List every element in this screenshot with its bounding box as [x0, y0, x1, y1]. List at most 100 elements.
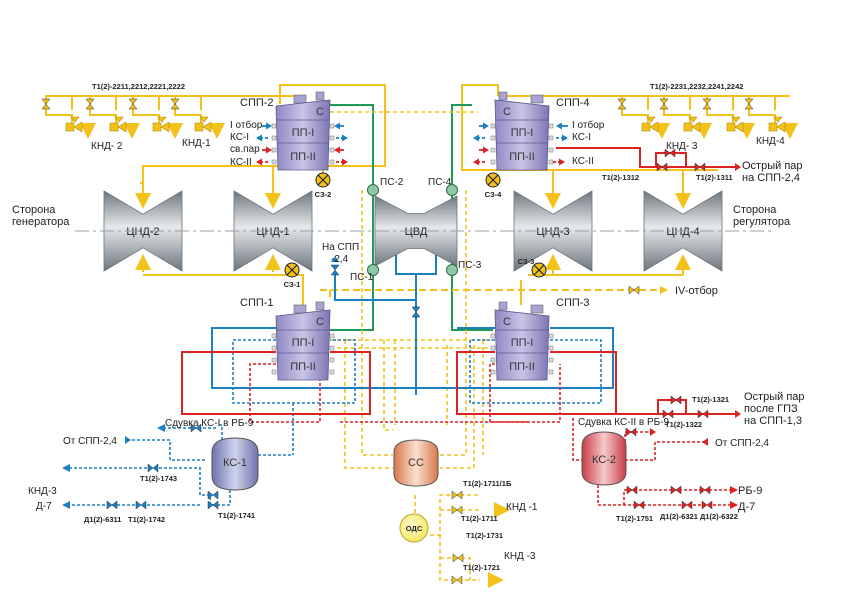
valve-body	[734, 121, 744, 133]
valve-icon[interactable]	[411, 306, 421, 318]
blowdown-ks2-valve-icon[interactable]	[625, 427, 637, 437]
valve-6322-icon[interactable]	[701, 500, 713, 510]
control-valve-icon[interactable]	[641, 116, 659, 133]
isolation-valve-icon[interactable]	[85, 98, 95, 110]
valve-icon[interactable]	[330, 264, 340, 276]
live-steam-bottom-line2: после ГПЗ	[744, 403, 798, 415]
valve-6311-icon[interactable]	[106, 500, 118, 510]
valve-icon[interactable]	[626, 485, 638, 495]
stop-valve-СЗ-3[interactable]: СЗ-3	[518, 257, 547, 278]
valve-icon[interactable]	[664, 148, 676, 158]
isolation-valve-icon[interactable]	[41, 98, 51, 110]
port	[548, 135, 554, 141]
stop-valve-СЗ-2[interactable]: СЗ-2	[315, 172, 332, 199]
control-valve-icon[interactable]	[726, 116, 744, 133]
control-valve-icon[interactable]	[152, 116, 170, 133]
port	[548, 159, 554, 165]
valve-1312-icon[interactable]	[656, 162, 668, 172]
valve-top	[646, 116, 656, 123]
valve-glyph	[451, 505, 463, 515]
valve-glyph	[411, 306, 421, 318]
control-valve-icon[interactable]	[194, 116, 212, 133]
knd1-label: КНД-1	[182, 138, 211, 149]
valve-actuator	[194, 122, 204, 132]
stop-valve-СЗ-1[interactable]: СЗ-1	[284, 262, 301, 289]
valve-1743-label: Т1(2)-1743	[140, 474, 177, 483]
valve-1751-icon[interactable]	[633, 500, 645, 510]
isolation-valve-icon[interactable]	[744, 98, 754, 110]
ps-point-ПС-3[interactable]: ПС-3	[446, 260, 482, 276]
valve-body	[691, 121, 701, 133]
valve-1322-icon[interactable]	[662, 409, 674, 419]
stop-valve-СЗ-4[interactable]: СЗ-4	[485, 172, 503, 199]
valve-icon[interactable]	[207, 490, 219, 500]
port	[271, 147, 277, 153]
valve-glyph	[190, 423, 202, 433]
valve-1731-icon[interactable]	[452, 553, 464, 563]
isolation-valve-icon[interactable]	[659, 98, 669, 110]
valve-1741-icon[interactable]	[207, 500, 219, 510]
valve-top	[70, 116, 80, 123]
valve-1742-label: Т1(2)-1742	[128, 515, 165, 524]
valve-icon[interactable]	[699, 485, 711, 495]
valve-1743-icon[interactable]	[147, 463, 159, 473]
valve-1321-icon[interactable]	[670, 395, 682, 405]
turbine-cnd1[interactable]: ЦНД-1	[233, 190, 313, 272]
live-steam-top-line1: Острый пар	[742, 160, 803, 172]
port	[271, 369, 277, 375]
ks1-vessel[interactable]: КС-1	[211, 437, 259, 491]
control-valve-icon[interactable]	[109, 116, 127, 133]
control-valve-icon[interactable]	[683, 116, 701, 133]
live-steam-bottom-arrow	[735, 410, 741, 418]
control-valve-icon[interactable]	[65, 116, 83, 133]
blowdown-ks1-valve-icon[interactable]	[190, 423, 202, 433]
ks2-vessel[interactable]: КС-2	[581, 431, 627, 486]
valve-1711-icon[interactable]	[451, 505, 463, 515]
valve-actuator	[109, 122, 119, 132]
valve-1742-icon[interactable]	[135, 500, 147, 510]
turbine-cvd[interactable]: ЦВД	[374, 195, 458, 267]
isolation-valve-icon[interactable]	[702, 98, 712, 110]
ss-vessel[interactable]: СС	[393, 439, 439, 487]
isolation-valve-icon[interactable]	[128, 98, 138, 110]
valve-1711-1b-icon[interactable]	[451, 490, 463, 500]
nozzle	[293, 94, 307, 104]
isolation-valve-icon[interactable]	[617, 98, 627, 110]
valve-glyph	[702, 98, 712, 110]
iv-otbor-valve-icon[interactable]	[628, 285, 640, 295]
nozzle	[498, 91, 508, 101]
valve-6321-icon[interactable]	[681, 500, 693, 510]
valve-glyph	[625, 427, 637, 437]
valve-1311-icon[interactable]	[694, 162, 706, 172]
from-spp-ks1-arrow	[125, 436, 131, 444]
iv-extraction-line	[320, 289, 660, 300]
valve-1721-icon[interactable]	[451, 575, 463, 585]
ss-knd3-label: КНД -3	[504, 551, 536, 562]
valve-icon[interactable]	[670, 485, 682, 495]
spp4-port-2: КС-I	[572, 132, 591, 143]
control-valve-icon[interactable]	[768, 116, 786, 133]
port	[548, 369, 554, 375]
valve-glyph	[135, 500, 147, 510]
separator-section-c: С	[503, 106, 511, 118]
ods-tank[interactable]: ОДС	[399, 513, 429, 543]
isolation-valve-icon[interactable]	[170, 98, 180, 110]
ss-label: СС	[408, 457, 424, 469]
ps-point-ПС-2[interactable]: ПС-2	[367, 177, 404, 196]
separator-section-pp1: ПП-I	[292, 127, 315, 139]
valve-group-right-title: Т1(2)-2231,2232,2241,2242	[650, 82, 743, 91]
knd3-out-arrow	[62, 464, 70, 472]
ps-point-ПС-1[interactable]: ПС-1	[350, 264, 379, 284]
vessel-body	[275, 309, 331, 381]
valve-icon[interactable]	[697, 409, 709, 419]
valve-glyph	[617, 98, 627, 110]
blue-lines	[211, 248, 614, 395]
ks1-label: КС-1	[223, 457, 247, 469]
valve-body	[649, 121, 659, 133]
valve-1751-label: Т1(2)-1751	[616, 514, 653, 523]
ps-point-ПС-4[interactable]: ПС-4	[428, 177, 458, 196]
